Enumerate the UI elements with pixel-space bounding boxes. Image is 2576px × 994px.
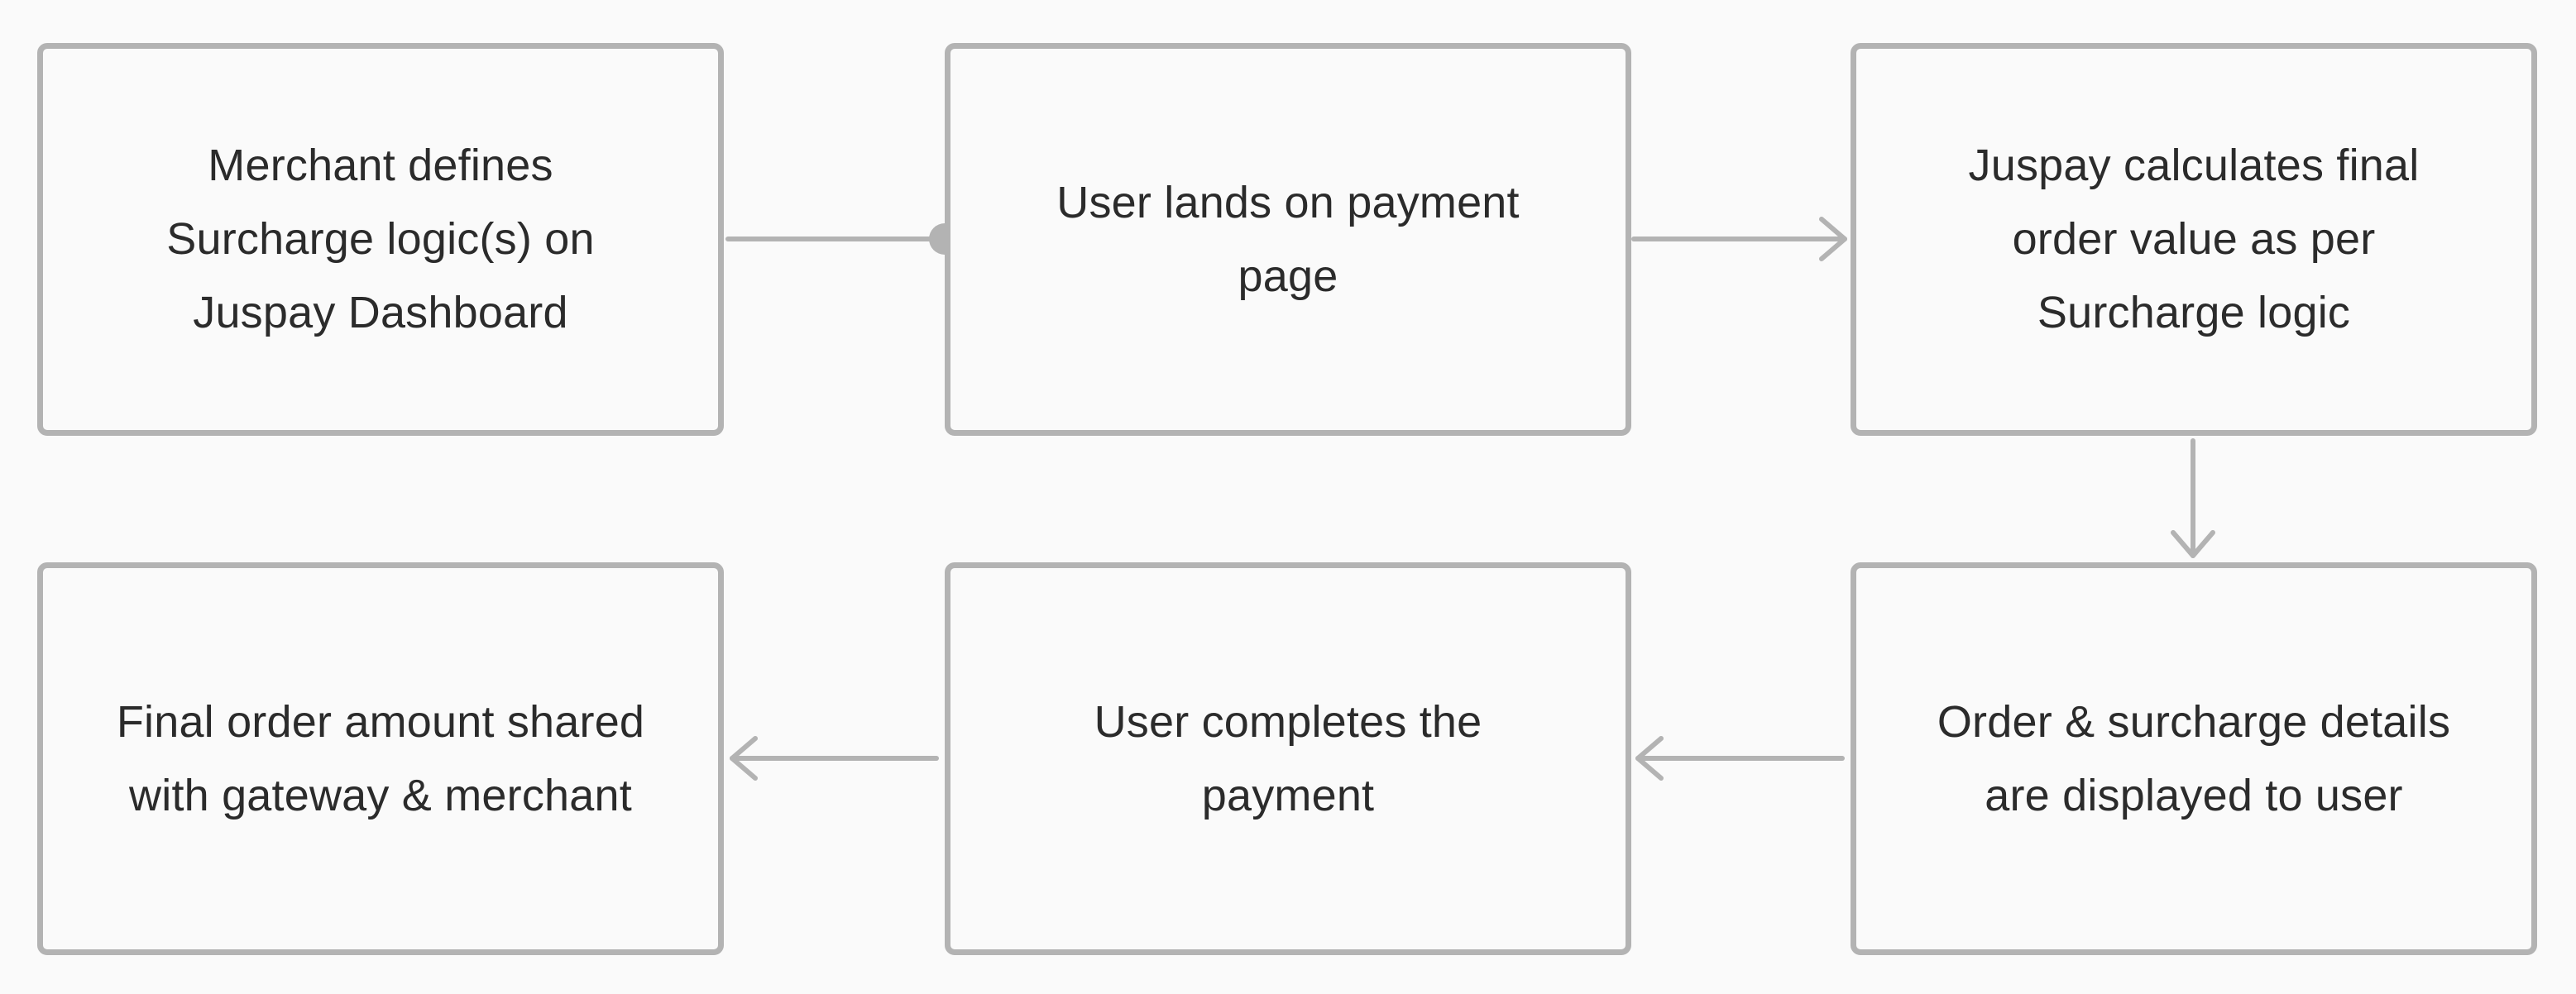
arrowhead-5-to-6 (730, 736, 758, 781)
step-box-juspay-calculates: Juspay calculates final order value as p… (1851, 43, 2537, 436)
step-label: User lands on payment page (1056, 177, 1520, 301)
step-box-user-lands: User lands on payment page (945, 43, 1631, 436)
step-box-user-completes-payment: User completes the payment (945, 562, 1631, 955)
step-box-final-amount-shared: Final order amount shared with gateway &… (37, 562, 724, 955)
step-label: User completes the payment (1094, 696, 1482, 820)
arrowhead-3-to-4 (2171, 530, 2215, 558)
step-box-details-displayed: Order & surcharge details are displayed … (1851, 562, 2537, 955)
step-box-merchant-defines-logic: Merchant defines Surcharge logic(s) on J… (37, 43, 724, 436)
step-label: Juspay calculates final order value as p… (1968, 141, 2420, 337)
step-label: Order & surcharge details are displayed … (1937, 696, 2451, 820)
step-label: Merchant defines Surcharge logic(s) on J… (166, 141, 595, 337)
arrowhead-2-to-3 (1819, 217, 1847, 261)
step-label: Final order amount shared with gateway &… (116, 696, 645, 820)
arrowhead-4-to-5 (1635, 736, 1664, 781)
